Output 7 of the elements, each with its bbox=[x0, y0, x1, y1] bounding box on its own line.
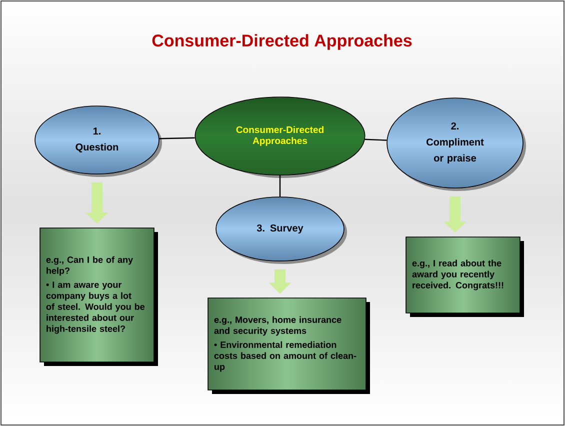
example-box: e.g., Movers, home insurance and security systems • Environmental remediation costs based on amount of clean-up bbox=[208, 298, 370, 394]
connector-line bbox=[159, 137, 195, 140]
title: Consumer-Directed Approaches bbox=[152, 34, 412, 50]
connector-line bbox=[279, 175, 281, 197]
example-box: e.g., I read about the award you recently received. Congrats!!! bbox=[406, 236, 524, 317]
example-box: e.g., Can I be of any help? • I am aware your company buys a lot of steel. Would you be interested about our high-tensile steel? bbox=[40, 228, 158, 366]
connector-line bbox=[364, 138, 387, 141]
